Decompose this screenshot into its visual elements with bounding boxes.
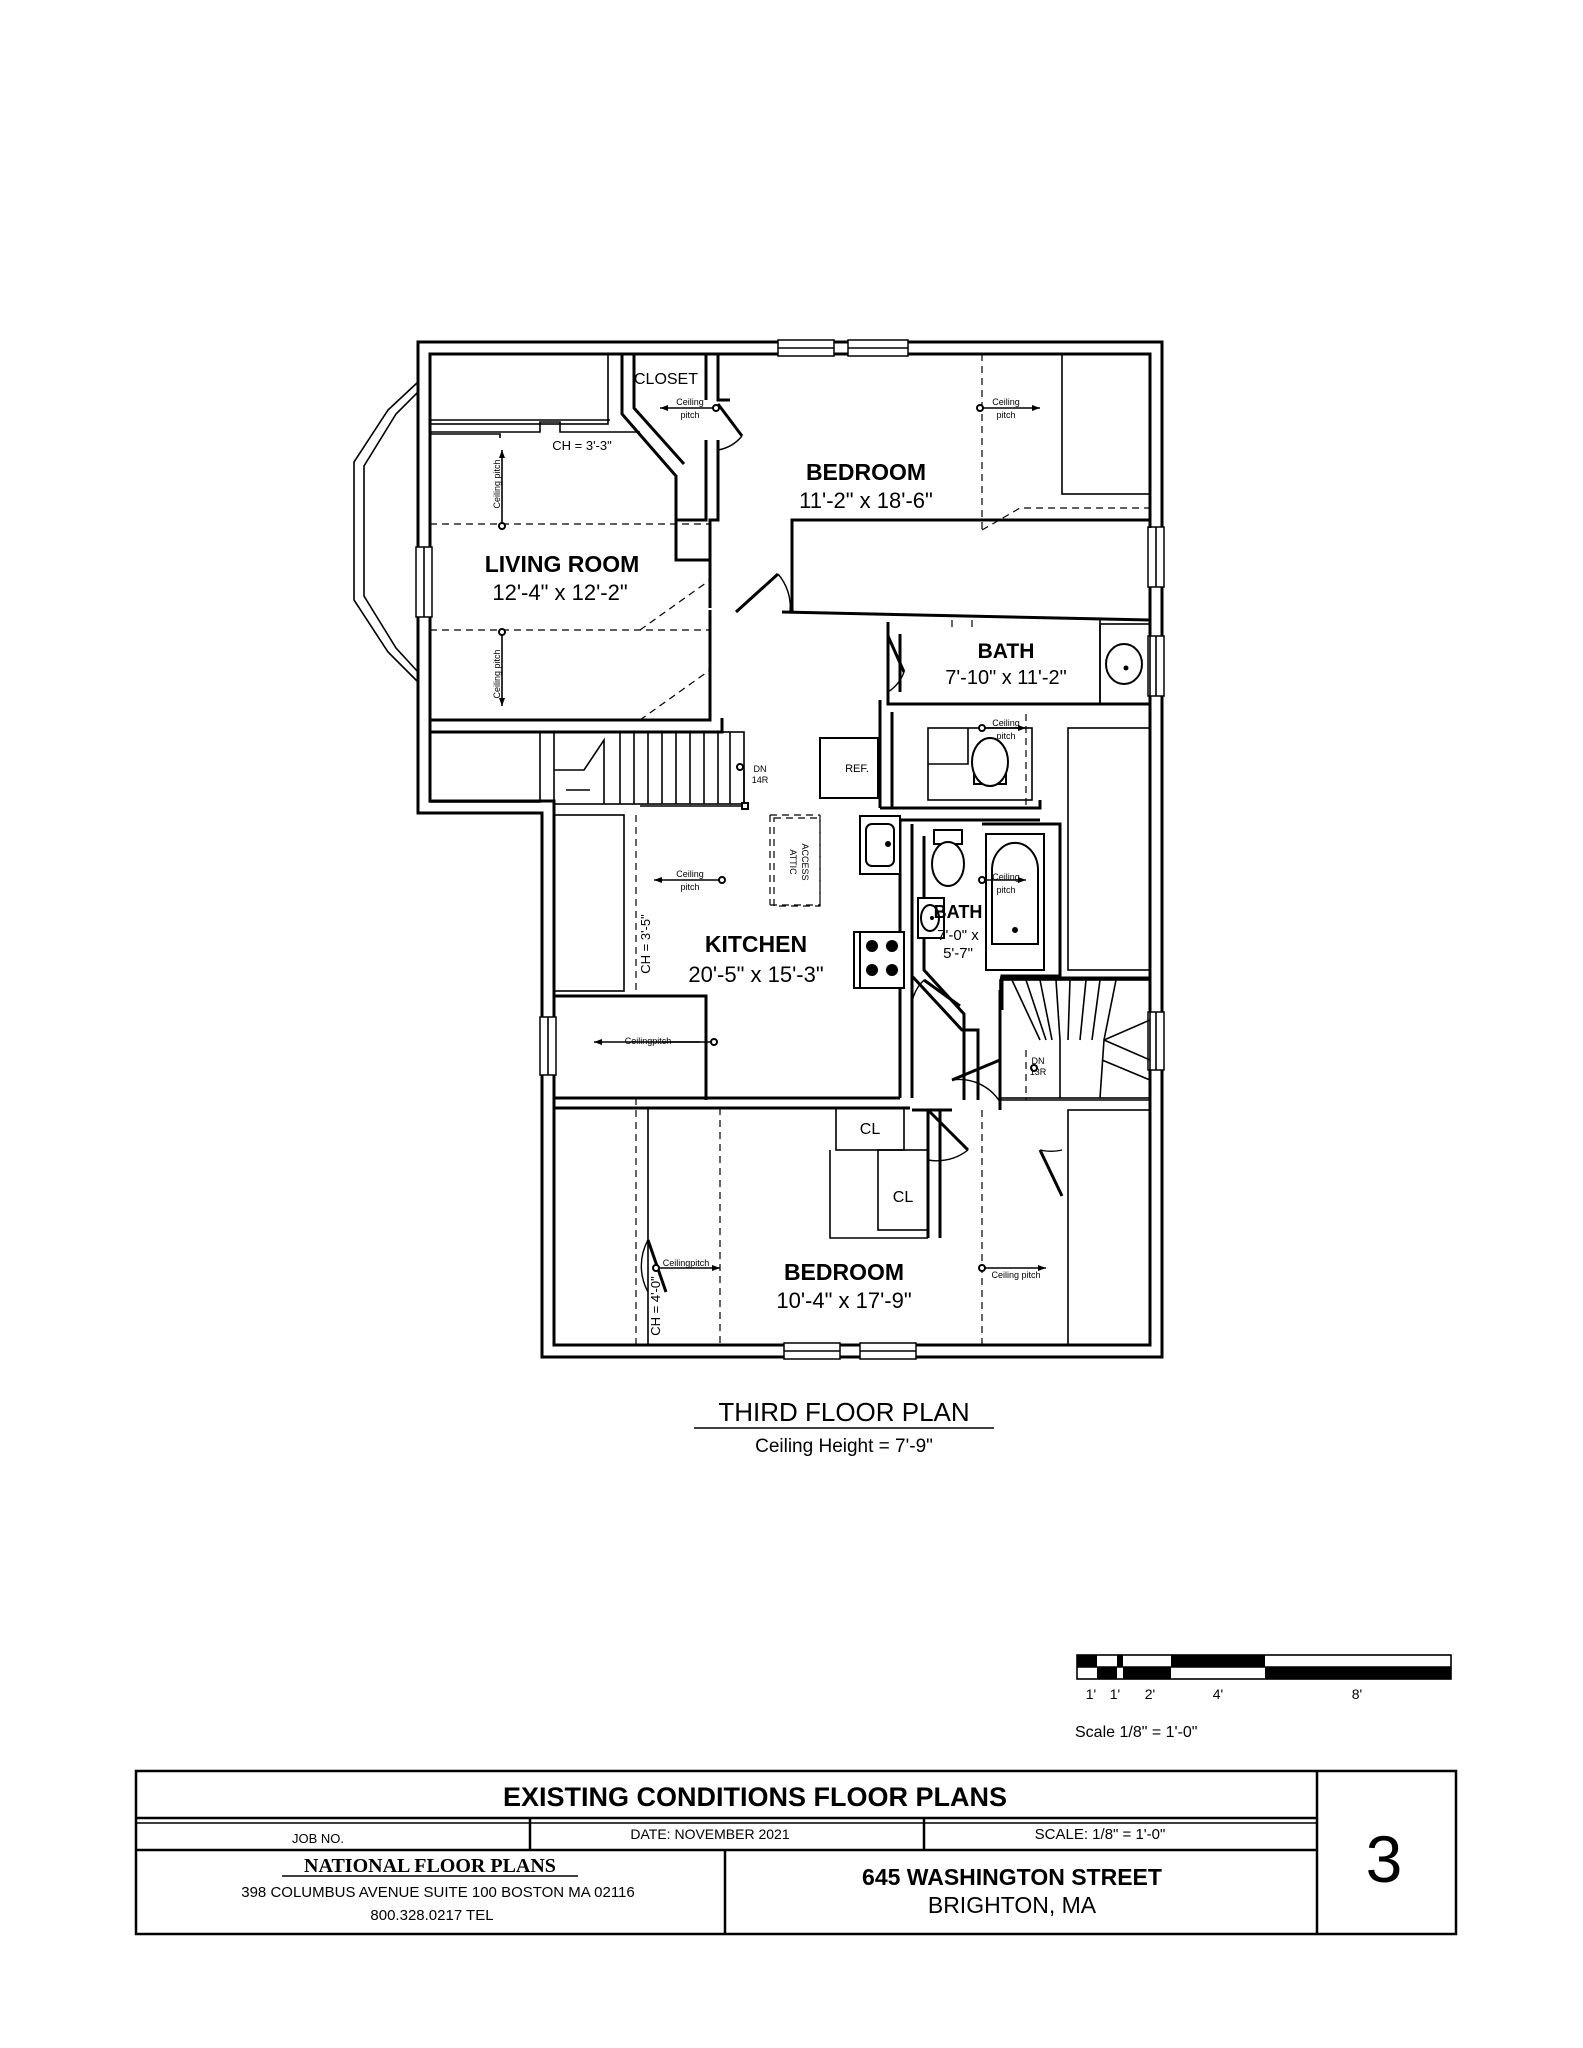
title-block-job-no: JOB NO. — [292, 1831, 344, 1846]
bedroom-bottom-name: BEDROOM — [784, 1259, 904, 1285]
project-street: 645 WASHINGTON STREET — [862, 1864, 1162, 1890]
pitch-note-tub-1: Ceiling — [992, 872, 1020, 882]
sheet-number: 3 — [1366, 1822, 1403, 1896]
scale-bar: 1' 1' 2' 4' 8' Scale 1/8" = 1'-0" — [1075, 1654, 1452, 1741]
company-name: NATIONAL FLOOR PLANS — [304, 1855, 556, 1877]
pitch-note-bedroom-left: Ceilingpitch — [663, 1258, 710, 1268]
bedroom-bottom-dims: 10'-4" x 17'-9" — [776, 1288, 911, 1313]
ref-label: REF. — [845, 763, 869, 775]
pitch-note-bedroom-right: Ceiling pitch — [991, 1270, 1040, 1280]
kitchen-name: KITCHEN — [705, 931, 807, 957]
closet-label: CLOSET — [634, 371, 698, 388]
closet-label-cl2: CL — [893, 1189, 914, 1206]
scale-tick-1: 1' — [1086, 1686, 1096, 1702]
closet-label-cl1: CL — [860, 1121, 881, 1138]
windows — [415, 339, 1165, 1360]
living-room-name: LIVING ROOM — [485, 551, 640, 577]
pitch-note-bedroom-2: pitch — [996, 410, 1015, 420]
fixtures — [773, 643, 1143, 989]
scale-tick-3: 2' — [1145, 1686, 1155, 1702]
title-block-date: DATE: NOVEMBER 2021 — [630, 1826, 789, 1842]
ceiling-pitch-lines — [430, 354, 1150, 1345]
plan-title: THIRD FLOOR PLAN — [718, 1397, 969, 1427]
plan-subtitle: Ceiling Height = 7'-9" — [755, 1436, 933, 1457]
pitch-note-closet-1: Ceiling — [676, 397, 704, 407]
scale-tick-5: 8' — [1352, 1686, 1362, 1702]
dn-upper: DN — [754, 764, 767, 774]
kitchen-dims: 20'-5" x 15'-3" — [688, 962, 823, 987]
pitch-note-closet-2: pitch — [680, 410, 699, 420]
bay-window — [353, 381, 419, 683]
pitch-note-living-lower: Ceiling pitch — [492, 649, 502, 698]
interior-walls — [430, 354, 1152, 1239]
attic-label-2: ACCESS — [800, 843, 810, 880]
company-phone: 800.328.0217 TEL — [370, 1907, 493, 1924]
scale-tick-4: 4' — [1213, 1686, 1223, 1702]
title-block-heading: EXISTING CONDITIONS FLOOR PLANS — [503, 1782, 1007, 1812]
ch-bedroom: CH = 4'-0" — [648, 1276, 663, 1336]
refrigerator — [819, 737, 879, 799]
bedroom-top-name: BEDROOM — [806, 459, 926, 485]
dn-lower: DN — [1032, 1056, 1045, 1066]
project-city: BRIGHTON, MA — [928, 1892, 1097, 1918]
title-block-scale: SCALE: 1/8" = 1'-0" — [1035, 1826, 1166, 1843]
stairs-upper — [553, 731, 749, 810]
doors — [640, 403, 1064, 1293]
eave-storage — [429, 353, 1151, 1346]
room-labels: CLOSET BEDROOM 11'-2" x 18'-6" LIVING RO… — [485, 371, 1067, 1313]
annotations: Ceiling pitch Ceiling pitch Ceiling pitc… — [492, 397, 1047, 1336]
attic-label-1: ATTIC — [788, 849, 798, 875]
pitch-note-kitchen-1: Ceiling — [676, 869, 704, 879]
plan-title-group: THIRD FLOOR PLAN Ceiling Height = 7'-9" — [694, 1397, 994, 1457]
pitch-arrows — [498, 404, 1046, 1272]
bath-main-name: BATH — [978, 640, 1035, 663]
scale-caption: Scale 1/8" = 1'-0" — [1075, 1724, 1197, 1741]
bedroom-top-dims: 11'-2" x 18'-6" — [799, 488, 933, 513]
bath-small-dims-2: 5'-7" — [943, 945, 973, 962]
company-address: 398 COLUMBUS AVENUE SUITE 100 BOSTON MA … — [241, 1884, 635, 1901]
pitch-note-bath-1: Ceiling — [992, 718, 1020, 728]
bath-small-name: BATH — [934, 902, 983, 922]
scale-tick-2: 1' — [1110, 1686, 1120, 1702]
pitch-note-tub-2: pitch — [996, 885, 1015, 895]
pitch-note-living-upper: Ceiling pitch — [492, 459, 502, 508]
pitch-note-kitchen-2: pitch — [680, 882, 699, 892]
dn-upper-risers: 14R — [752, 775, 769, 785]
title-block: EXISTING CONDITIONS FLOOR PLANS JOB NO. … — [134, 1769, 1458, 1936]
living-room-dims: 12'-4" x 12'-2" — [492, 580, 627, 605]
ch-kitchen: CH = 3'-5" — [638, 914, 653, 974]
pitch-note-kitchen-lower: Ceilingpitch — [625, 1036, 672, 1046]
dn-lower-risers: 13R — [1030, 1067, 1047, 1077]
bath-main-dims: 7'-10" x 11'-2" — [945, 667, 1067, 689]
pitch-note-bedroom-1: Ceiling — [992, 397, 1020, 407]
pitch-note-bath-2: pitch — [996, 731, 1015, 741]
stairs-lower — [999, 979, 1151, 1099]
bath-small-dims-1: 7'-0" x — [937, 927, 979, 944]
ch-living: CH = 3'-3" — [552, 438, 612, 453]
